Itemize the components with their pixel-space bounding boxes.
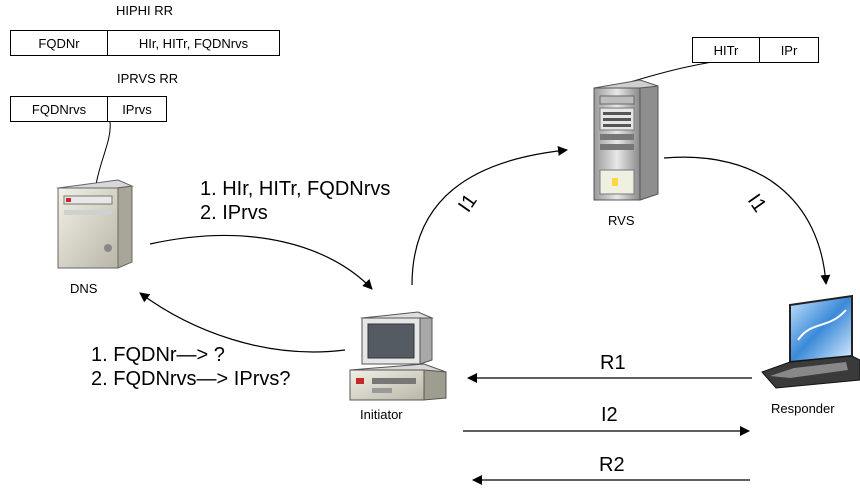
r2-label: R2 <box>599 454 625 476</box>
dns-server-icon <box>56 179 134 269</box>
i2-label: I2 <box>601 404 618 426</box>
dns-query-text: 1. FQDNr—> ? 2. FQDNrvs—> IPrvs? <box>91 343 290 391</box>
rvs-record: HITr IPr <box>692 37 819 63</box>
hiphi-rr-cell-values: HIr, HITr, FQDNrvs <box>107 31 279 55</box>
dns-reply-line-1: 1. HIr, HITr, FQDNrvs <box>200 178 391 200</box>
rvs-label: RVS <box>608 213 635 228</box>
arrow-initiator-to-dns <box>139 292 346 353</box>
initiator-label: Initiator <box>360 407 403 422</box>
arrow-rvs-to-responder-i1 <box>663 156 831 285</box>
rvs-server-icon <box>593 79 659 201</box>
r1-label: R1 <box>600 352 626 374</box>
dns-reply-line-2: 2. IPrvs <box>200 202 268 224</box>
iprvs-rr-title: IPRVS RR <box>117 71 179 86</box>
iprvs-rr-cell-iprvs: IPrvs <box>107 97 166 121</box>
dns-query-line-2: 2. FQDNrvs—> IPrvs? <box>91 368 291 390</box>
rvs-record-cell-ipr: IPr <box>759 38 818 62</box>
hiphi-rr-title: HIPHI RR <box>116 3 174 18</box>
dns-record-connector <box>95 121 111 186</box>
dns-reply-text: 1. HIr, HITr, FQDNrvs 2. IPrvs <box>200 177 390 225</box>
dns-label: DNS <box>70 281 98 296</box>
hiphi-rr-record: FQDNr HIr, HITr, FQDNrvs <box>10 30 280 56</box>
hiphi-rr-cell-fqdnr: FQDNr <box>38 35 80 51</box>
iprvs-rr-cell-fqdnrvs: FQDNrvs <box>31 101 87 117</box>
arrow-initiator-to-rvs-i1 <box>411 145 568 286</box>
rvs-record-connector <box>626 61 713 84</box>
iprvs-rr-record: FQDNrvs IPrvs <box>10 96 167 122</box>
responder-laptop-icon <box>761 294 860 389</box>
rvs-record-cell-hitr: HITr <box>713 42 739 58</box>
dns-query-line-1: 1. FQDNr—> ? <box>91 344 225 366</box>
initiator-pc-icon <box>349 311 447 401</box>
arrow-dns-to-initiator <box>149 234 373 290</box>
responder-label: Responder <box>771 401 835 416</box>
